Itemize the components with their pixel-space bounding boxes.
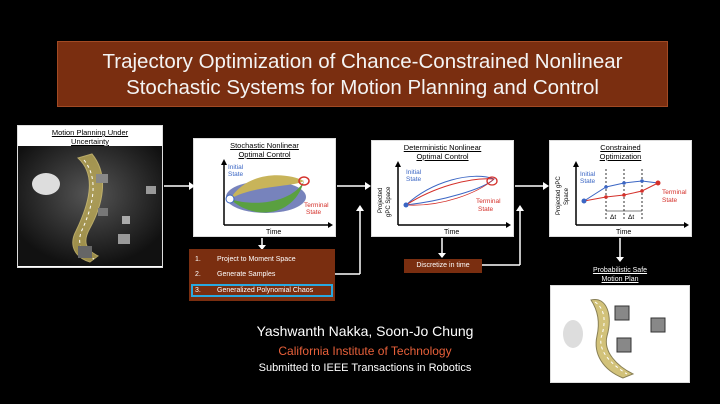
panel-deterministic: Deterministic Nonlinear Optimal Control … (371, 140, 514, 237)
panel-safe-title-1: Probabilistic Safe (592, 267, 648, 274)
stochastic-ylabel-2: Space (196, 192, 216, 199)
deterministic-plot: Projected gPC Space Initial State Termin… (378, 161, 511, 236)
constrained-initial-1: Initial (580, 171, 596, 178)
authors: Yashwanth Nakka, Soon-Jo Chung (256, 323, 474, 339)
constrained-terminal-2: State (662, 197, 678, 204)
institution: California Institute of Technology (278, 344, 452, 358)
deterministic-terminal-1: Terminal (476, 198, 501, 205)
stochastic-xlabel: Time (266, 229, 281, 236)
title-banner: Trajectory Optimization of Chance-Constr… (57, 41, 668, 107)
constrained-initial-2: State (580, 178, 596, 185)
step-3-num: 3. (195, 287, 201, 294)
deterministic-initial-1: Initial (406, 169, 422, 176)
deterministic-xlabel: Time (444, 229, 459, 236)
panel-constrained: Constrained Optimization Projected gPC S… (549, 140, 692, 237)
constrained-xlabel: Time (616, 229, 631, 236)
step-1-num: 1. (195, 256, 201, 263)
step-3-highlight (191, 284, 333, 297)
panel-stochastic: Stochastic Nonlinear Optimal Control Ini… (193, 138, 336, 237)
panel-stochastic-title-2: Optimal Control (238, 150, 291, 159)
constrained-terminal-1: Terminal (662, 189, 687, 196)
panel-motion-title-2: Uncertainty (71, 137, 109, 146)
deterministic-terminal-2: State (478, 206, 494, 213)
step-1-label: Project to Moment Space (217, 256, 296, 263)
step-1: 1. Project to Moment Space (195, 256, 296, 263)
steps-box: 1. Project to Moment Space 2. Generate Sam… (189, 249, 335, 301)
step-2-num: 2. (195, 271, 201, 278)
flow-arrows (164, 182, 624, 275)
panel-motion-title-1: Motion Planning Under (51, 128, 129, 137)
submission-note: Submitted to IEEE Transactions in Roboti… (258, 362, 472, 374)
step-2-label: Generate Samples (217, 271, 276, 278)
constrained-plot: Projected gPC Space Δt Δt Initial State … (556, 161, 689, 236)
panel-constrained-title-2: Optimization (599, 152, 642, 161)
title-line-2: Stochastic Systems for Motion Planning a… (126, 76, 599, 99)
constrained-dt-1: Δt (610, 214, 616, 221)
stochastic-initial-2: State (228, 171, 244, 178)
constrained-dt-2: Δt (628, 214, 634, 221)
deterministic-ylabel-1: Projected (378, 188, 384, 213)
stochastic-terminal-1: Terminal (304, 202, 329, 209)
step-3: 3. Generalized Polynomial Chaos (195, 287, 313, 294)
panel-motion-planning: Motion Planning Under Uncertainty (17, 125, 163, 268)
panel-constrained-title-1: Constrained (600, 143, 641, 152)
panel-safe-motion (550, 285, 690, 383)
stochastic-ylabel-1: State (196, 183, 213, 190)
stochastic-plot: Initial State Terminal State Time (221, 159, 333, 236)
deterministic-ylabel-2: gPC Space (386, 186, 392, 217)
motion-planning-image (18, 146, 162, 266)
deterministic-initial-2: State (406, 176, 422, 183)
discretize-box: Discretize in time (404, 259, 482, 273)
panel-deterministic-title-1: Deterministic Nonlinear (403, 143, 482, 152)
panel-safe-title-2: Motion Plan (601, 276, 639, 283)
panel-deterministic-title-2: Optimal Control (416, 152, 469, 161)
safe-motion-image (563, 299, 666, 379)
panel-stochastic-title-1: Stochastic Nonlinear (230, 141, 299, 150)
step-3-label: Generalized Polynomial Chaos (217, 287, 314, 294)
stochastic-terminal-2: State (306, 209, 322, 216)
constrained-ylabel-1: Projected gPC (556, 176, 562, 215)
step-2: 2. Generate Samples (195, 271, 275, 278)
constrained-ylabel-2: Space (564, 187, 570, 205)
stochastic-initial-1: Initial (228, 164, 244, 171)
title-line-1: Trajectory Optimization of Chance-Constr… (102, 50, 623, 73)
